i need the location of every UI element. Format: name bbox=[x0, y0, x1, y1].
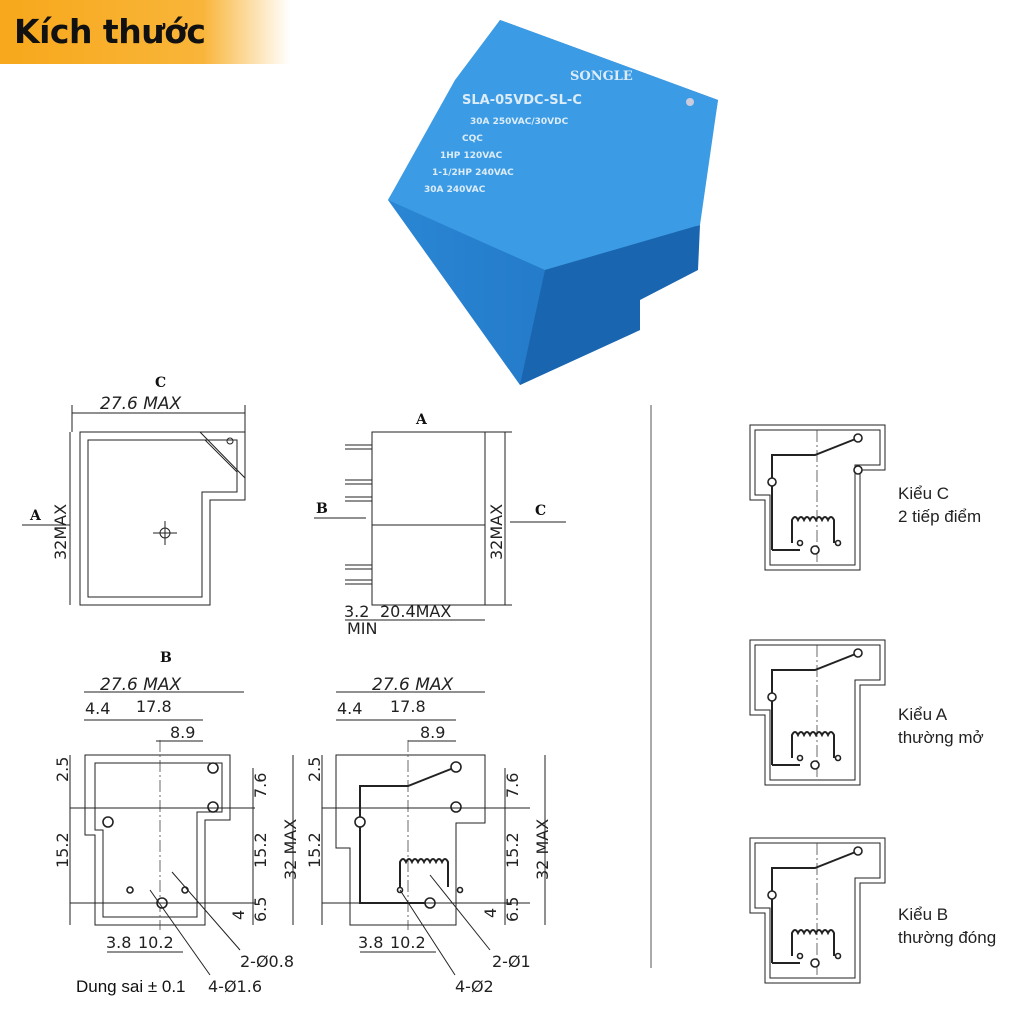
dimension-label: 3.2 bbox=[344, 602, 369, 621]
title-badge: Kích thước bbox=[0, 0, 290, 64]
top-view-drawing: C 27.6 MAX 32MAX A bbox=[22, 375, 246, 606]
dimension-label: 27.6 MAX bbox=[100, 675, 182, 695]
dimension-label: 27.6 MAX bbox=[372, 675, 454, 695]
type-a-label: Kiểu A thường mở bbox=[898, 703, 984, 749]
model-text: SLA-05VDC-SL-C bbox=[462, 93, 582, 108]
pcb-layout-drawing: 27.6 MAX 4.4 17.8 8.9 2.5 15.2 7.6 15.2 … bbox=[305, 675, 552, 996]
type-description: thường mở bbox=[898, 728, 984, 747]
view-label: A bbox=[415, 412, 428, 428]
dimension-label: 3.8 bbox=[106, 933, 131, 952]
view-label: C bbox=[155, 375, 166, 391]
type-description: thường đóng bbox=[898, 928, 997, 947]
brand-text: SONGLE bbox=[570, 69, 633, 84]
dimension-label: 4 bbox=[229, 910, 248, 920]
dimension-label: 32 MAX bbox=[533, 819, 552, 880]
dimension-label: 32MAX bbox=[51, 504, 70, 560]
dimension-label: 8.9 bbox=[420, 723, 445, 742]
dimension-label: 15.2 bbox=[251, 832, 270, 868]
dimension-label: 32 MAX bbox=[281, 819, 300, 880]
page-title: Kích thước bbox=[14, 12, 206, 51]
dimension-label: 15.2 bbox=[305, 832, 324, 868]
relay-photo: SONGLE SLA-05VDC-SL-C 30A 250VAC/30VDC C… bbox=[388, 20, 718, 385]
dimension-label: 2.5 bbox=[305, 757, 324, 782]
type-name: Kiểu B bbox=[898, 905, 949, 924]
view-arrow-label: A bbox=[29, 508, 42, 524]
dimension-label: 3.8 bbox=[358, 933, 383, 952]
cert-text: CQC bbox=[462, 134, 483, 144]
dimension-label: MIN bbox=[347, 619, 378, 638]
dimension-label: 4.4 bbox=[85, 699, 110, 718]
dimension-label: 4.4 bbox=[337, 699, 362, 718]
type-name: Kiểu A bbox=[898, 705, 948, 724]
dimension-label: 17.8 bbox=[136, 697, 172, 716]
dimension-label: 15.2 bbox=[53, 832, 72, 868]
dimension-label: 20.4MAX bbox=[380, 602, 451, 621]
schematic-type-c bbox=[749, 424, 886, 571]
dimension-label: 8.9 bbox=[170, 723, 195, 742]
dimension-label: 7.6 bbox=[251, 773, 270, 798]
type-b-label: Kiểu B thường đóng bbox=[898, 903, 996, 949]
dimension-label: 2-Ø0.8 bbox=[240, 952, 294, 971]
view-label: B bbox=[160, 650, 172, 666]
rating-text: 30A 240VAC bbox=[424, 185, 486, 195]
dimension-label: 17.8 bbox=[390, 697, 426, 716]
side-view-drawing: A 32MAX B C 3.2 MIN 20.4MAX bbox=[314, 412, 566, 638]
dimension-label: 4 bbox=[481, 908, 500, 918]
dimension-label: 15.2 bbox=[503, 832, 522, 868]
dimension-label: 4-Ø2 bbox=[455, 977, 494, 996]
dimension-label: 2.5 bbox=[53, 757, 72, 782]
dimension-label: 2-Ø1 bbox=[492, 952, 531, 971]
dimension-label: 4-Ø1.6 bbox=[208, 977, 262, 996]
rating-text: 30A 250VAC/30VDC bbox=[470, 117, 569, 127]
dimension-label: 6.5 bbox=[251, 897, 270, 922]
bottom-view-drawing: B 27.6 MAX 4.4 17.8 8.9 2.5 15.2 7.6 15.… bbox=[53, 650, 300, 996]
type-description: 2 tiếp điểm bbox=[898, 507, 982, 526]
rating-text: 1HP 120VAC bbox=[440, 151, 503, 161]
dimension-label: 10.2 bbox=[138, 933, 174, 952]
dimension-label: 7.6 bbox=[503, 773, 522, 798]
dimension-label: 27.6 MAX bbox=[100, 394, 182, 414]
dimension-label: 10.2 bbox=[390, 933, 426, 952]
schematic-type-b bbox=[749, 837, 886, 984]
type-c-label: Kiểu C 2 tiếp điểm bbox=[898, 482, 981, 528]
rating-text: 1-1/2HP 240VAC bbox=[432, 168, 514, 178]
tolerance-note: Dung sai ± 0.1 bbox=[76, 977, 186, 996]
view-arrow-label: C bbox=[535, 503, 546, 519]
view-arrow-label: B bbox=[316, 501, 328, 517]
dimension-label: 6.5 bbox=[503, 897, 522, 922]
schematic-type-a bbox=[749, 639, 886, 786]
dimension-label: 32MAX bbox=[487, 504, 506, 560]
type-name: Kiểu C bbox=[898, 484, 950, 503]
